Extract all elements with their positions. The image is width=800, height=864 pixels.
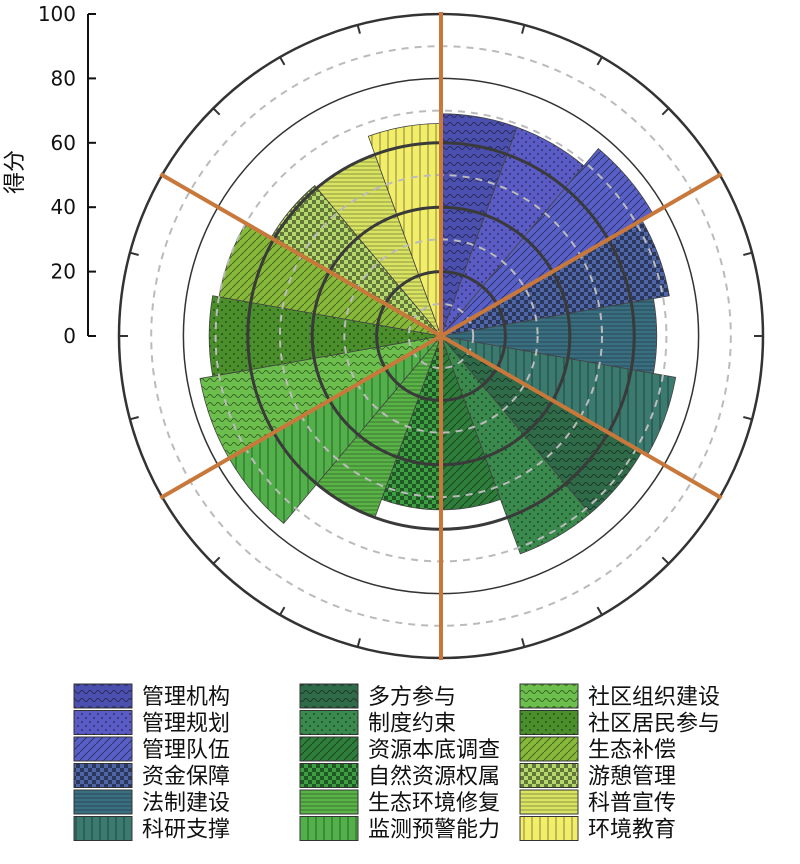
- y-tick-label: 0: [63, 324, 76, 348]
- dimension-separator: [439, 172, 723, 338]
- legend-swatch: [73, 710, 133, 735]
- legend-label: 管理机构: [142, 685, 230, 710]
- legend-label: 生态环境修复: [368, 791, 500, 816]
- legend-label: 法制建设: [142, 791, 230, 816]
- outer-tick: [743, 416, 753, 421]
- legend-swatch: [73, 736, 133, 762]
- outer-tick: [661, 107, 670, 116]
- outer-tick: [212, 107, 221, 116]
- legend-label: 资金保障: [142, 765, 230, 790]
- y-axis-label: 得分: [3, 150, 28, 194]
- legend-label: 自然资源权属: [368, 765, 500, 790]
- outer-tick: [521, 638, 526, 648]
- legend-swatch: [519, 683, 579, 709]
- legend-label: 监测预警能力: [368, 818, 500, 843]
- legend-swatch: [73, 789, 133, 815]
- legend-label: 多方参与: [368, 685, 456, 710]
- y-tick-label: 40: [51, 195, 76, 219]
- outer-tick: [129, 251, 139, 256]
- legend-swatch: [299, 763, 359, 788]
- grid-ring-dashed: [343, 238, 539, 434]
- legend-label: 管理规划: [142, 712, 230, 737]
- outer-tick: [356, 24, 361, 34]
- y-axis: 0 20 40 60 80 100: [38, 2, 96, 348]
- legend-swatch: [73, 763, 133, 788]
- outer-tick: [279, 606, 286, 616]
- legend-swatch: [519, 816, 579, 841]
- grid-layer: [117, 12, 765, 660]
- legend-swatch: [299, 736, 359, 762]
- legend-swatch: [299, 816, 359, 841]
- legend-swatch: [519, 710, 579, 735]
- y-tick-label: 80: [51, 66, 76, 90]
- y-tick-label: 20: [51, 260, 76, 284]
- legend-swatch: [519, 789, 579, 815]
- outer-tick: [661, 556, 670, 565]
- legend-label: 社区组织建设: [588, 685, 720, 710]
- legend-label: 游憩管理: [588, 765, 676, 790]
- outer-tick: [279, 56, 286, 66]
- legend-label: 生态补偿: [588, 738, 676, 763]
- outer-tick: [521, 24, 526, 34]
- legend-label: 环境教育: [588, 818, 676, 843]
- outer-tick: [596, 56, 603, 66]
- legend-swatch: [73, 816, 133, 841]
- dimension-separator: [159, 172, 443, 338]
- legend-label: 社区居民参与: [588, 712, 720, 737]
- grid-ring-dashed: [407, 302, 475, 370]
- legend-swatch: [519, 763, 579, 788]
- outer-tick: [356, 638, 361, 648]
- bar-14: [208, 295, 442, 377]
- legend-label: 制度约束: [368, 712, 456, 737]
- dimension-separator: [159, 334, 443, 500]
- outer-tick: [129, 416, 139, 421]
- legend-swatch: [299, 683, 359, 709]
- legend-label: 科普宣传: [588, 791, 676, 816]
- legend-swatch: [299, 710, 359, 735]
- legend-label: 资源本底调查: [368, 738, 500, 763]
- legend-swatch: [519, 736, 579, 762]
- bar-8: [440, 335, 591, 555]
- dimension-separator: [439, 334, 723, 500]
- legend-label: 管理队伍: [142, 738, 230, 763]
- outer-tick: [212, 556, 221, 565]
- legend-swatch: [73, 683, 133, 709]
- legend-label: 科研支撑: [142, 818, 230, 843]
- y-tick-label: 60: [51, 131, 76, 155]
- outer-tick: [743, 251, 753, 256]
- outer-tick: [596, 606, 603, 616]
- y-tick-label: 100: [38, 2, 76, 26]
- legend-swatch: [299, 789, 359, 815]
